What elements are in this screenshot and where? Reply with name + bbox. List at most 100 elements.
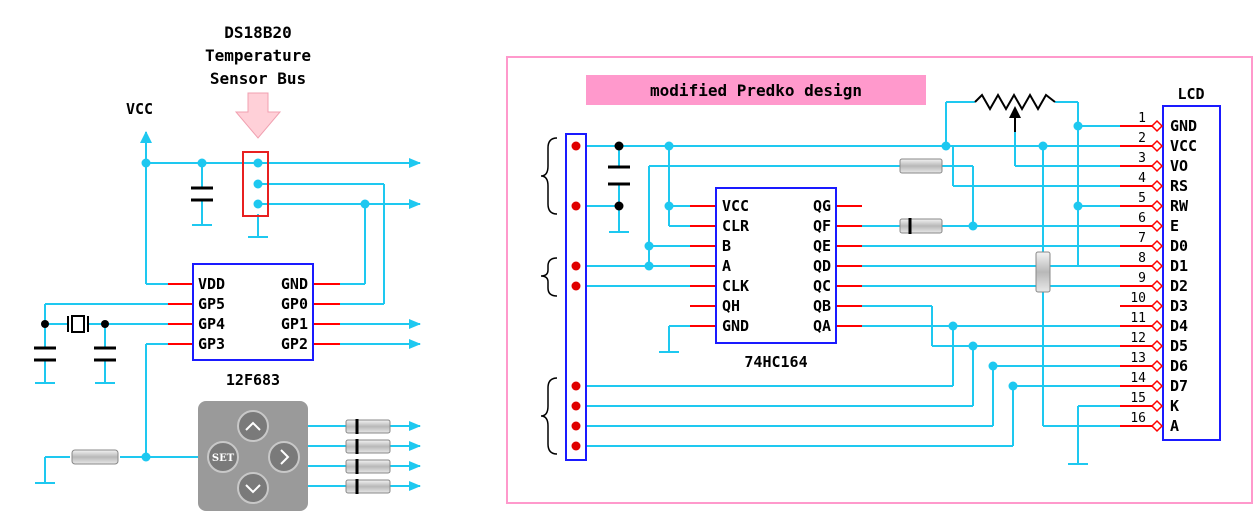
lcd-pin-number: 10 — [1130, 291, 1146, 306]
mcu-pin-right-1: GND — [281, 275, 308, 293]
lcd-pin-name: RW — [1170, 197, 1189, 215]
resistor — [899, 158, 943, 174]
lcd-pin-marker — [1150, 419, 1164, 433]
keypad: SET — [198, 401, 308, 511]
lcd-pin-marker — [1150, 179, 1164, 193]
lcd-pin-marker — [1150, 159, 1164, 173]
sensor-title-line3: Sensor Bus — [210, 69, 306, 88]
lcd-pin-name: RS — [1170, 177, 1188, 195]
sr-name: 74HC164 — [744, 353, 807, 371]
lcd-pin-name: GND — [1170, 117, 1197, 135]
potentiometer — [974, 92, 1056, 132]
right-button[interactable] — [268, 441, 300, 473]
lcd-title: LCD — [1177, 85, 1204, 103]
lcd-pin-marker — [1150, 199, 1164, 213]
chevron-up-icon — [245, 421, 261, 431]
resistor — [1035, 251, 1051, 293]
mcu-pin-left-3: GP4 — [198, 315, 225, 333]
vcc-label: VCC — [126, 100, 153, 118]
lcd-pin-marker — [1150, 379, 1164, 393]
down-button[interactable] — [237, 472, 269, 504]
lcd-pin-number: 7 — [1138, 231, 1146, 246]
sr-pin-left-4: A — [722, 257, 731, 275]
lcd-pin-name: D0 — [1170, 237, 1188, 255]
lcd-pin-number: 4 — [1138, 171, 1146, 186]
lcd-pin-name: D5 — [1170, 337, 1188, 355]
right-circuit: modified Predko design — [506, 56, 1253, 504]
sensor-bus-box — [242, 151, 269, 217]
lcd-pin-number: 12 — [1130, 331, 1146, 346]
lcd-pin-number: 2 — [1138, 131, 1146, 146]
lcd-pin-number: 5 — [1138, 191, 1146, 206]
sr-pin-right-6: QB — [813, 297, 831, 315]
lcd-pin-marker — [1150, 339, 1164, 353]
mcu-12f683: VDD GP5 GP4 GP3 GND GP0 GP1 GP2 12F683 — [168, 263, 340, 389]
sensor-title-line1: DS18B20 — [224, 23, 291, 42]
lcd-pin-name: D1 — [1170, 257, 1188, 275]
mcu-pin-left-1: VDD — [198, 275, 225, 293]
lcd-pin-name: VO — [1170, 157, 1188, 175]
lcd-pin-marker — [1150, 219, 1164, 233]
crystal-icon — [67, 315, 89, 333]
set-button[interactable] — [207, 441, 239, 473]
lcd-pin-marker — [1150, 359, 1164, 373]
up-button[interactable] — [237, 410, 269, 442]
sr-pin-right-4: QD — [813, 257, 831, 275]
lcd-pin-name: D3 — [1170, 297, 1188, 315]
sr-pin-left-3: B — [722, 237, 731, 255]
banner-text: modified Predko design — [650, 81, 862, 100]
header-connector — [540, 133, 587, 461]
lcd-pin-number: 16 — [1130, 411, 1146, 426]
down-arrow-icon — [234, 92, 282, 139]
sr-pin-right-7: QA — [813, 317, 831, 335]
lcd-pin-number: 14 — [1130, 371, 1146, 386]
lcd-pin-name: D7 — [1170, 377, 1188, 395]
mcu-pin-left-4: GP3 — [198, 335, 225, 353]
lcd-pin-marker — [1150, 279, 1164, 293]
lcd-pin-name: E — [1170, 217, 1179, 235]
lcd-pin-number: 6 — [1138, 211, 1146, 226]
resistor — [71, 449, 119, 465]
lcd-pin-number: 13 — [1130, 351, 1146, 366]
keypad-diodes — [345, 419, 391, 494]
mcu-pin-right-2: GP0 — [281, 295, 308, 313]
lcd-pin-number: 8 — [1138, 251, 1146, 266]
sr-pin-right-5: QC — [813, 277, 831, 295]
lcd-pin-name: A — [1170, 417, 1179, 435]
sr-pin-right-3: QE — [813, 237, 831, 255]
sr-pin-right-2: QF — [813, 217, 831, 235]
left-circuit: DS18B20 Temperature Sensor Bus VCC — [34, 23, 421, 511]
lcd-pin-number: 1 — [1138, 111, 1146, 126]
banner — [586, 75, 926, 105]
set-button-label: SET — [212, 453, 235, 464]
chevron-right-icon — [280, 449, 290, 465]
lcd-pin-marker — [1150, 259, 1164, 273]
mcu-pin-right-4: GP2 — [281, 335, 308, 353]
sr-pin-left-5: CLK — [722, 277, 749, 295]
shift-register-74hc164: VCC CLR B A CLK QH GND QG QF QE QD QC QB… — [690, 187, 862, 371]
sensor-title-line2: Temperature — [205, 46, 311, 65]
lcd-pin-marker — [1150, 119, 1164, 133]
lcd-module: LCD 1 GND 2 VCC 3 VO 4 RS 5 RW 6 E 7 D0 8 D1 9 D2 10 D3 11 D4… — [1120, 85, 1221, 441]
lcd-pin-number: 11 — [1130, 311, 1146, 326]
lcd-pin-name: D2 — [1170, 277, 1188, 295]
lcd-pin-number: 9 — [1138, 271, 1146, 286]
lcd-pin-number: 15 — [1130, 391, 1146, 406]
mcu-name: 12F683 — [226, 371, 280, 389]
sr-pin-right-1: QG — [813, 197, 831, 215]
lcd-pin-marker — [1150, 319, 1164, 333]
lcd-pin-marker — [1150, 239, 1164, 253]
mcu-pin-left-2: GP5 — [198, 295, 225, 313]
chevron-down-icon — [245, 484, 261, 494]
sr-pin-left-1: VCC — [722, 197, 749, 215]
sr-pin-left-7: GND — [722, 317, 749, 335]
lcd-pin-number: 3 — [1138, 151, 1146, 166]
sr-pin-left-2: CLR — [722, 217, 750, 235]
mcu-pin-right-3: GP1 — [281, 315, 308, 333]
lcd-pin-name: VCC — [1170, 137, 1197, 155]
lcd-pin-name: D4 — [1170, 317, 1188, 335]
lcd-pin-marker — [1150, 299, 1164, 313]
lcd-pin-name: D6 — [1170, 357, 1188, 375]
sr-pin-left-6: QH — [722, 297, 740, 315]
